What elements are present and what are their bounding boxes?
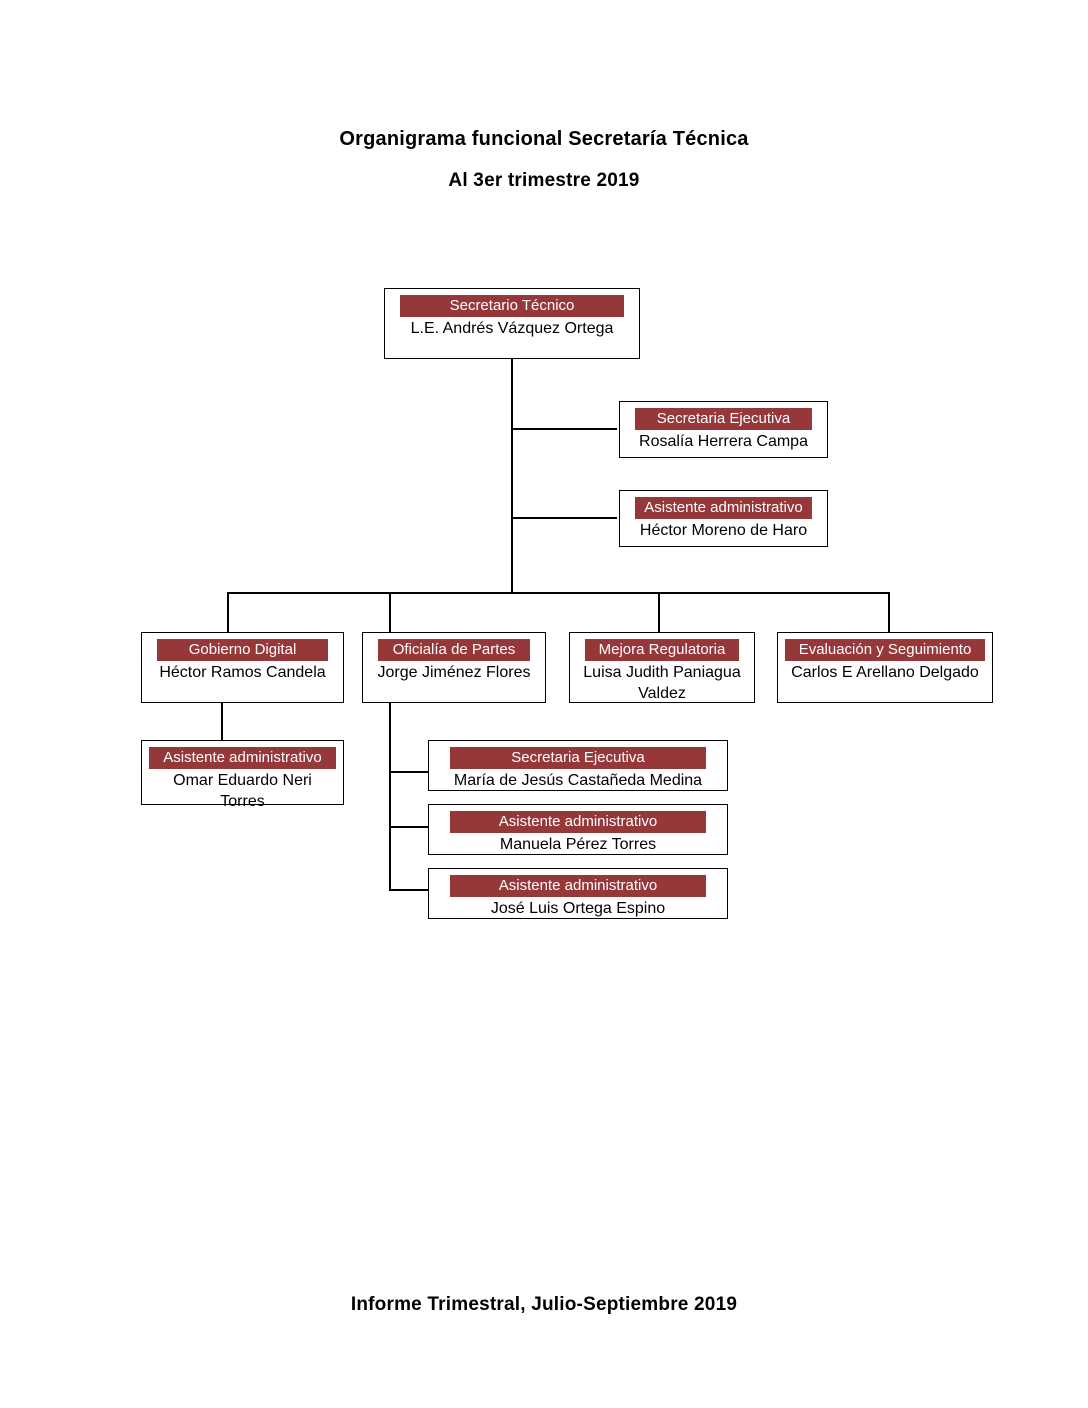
connector-drop-gobierno-digital <box>227 592 230 632</box>
org-node-role-label: Gobierno Digital <box>157 639 328 661</box>
org-node-person-name: Rosalía Herrera Campa <box>639 433 808 450</box>
org-node-asistente-admin-oficialia-2[interactable]: Asistente administrativo José Luis Orteg… <box>428 868 728 919</box>
org-node-role-label: Asistente administrativo <box>635 497 812 519</box>
org-node-secretaria-ejecutiva-oficialia[interactable]: Secretaria Ejecutiva María de Jesús Cast… <box>428 740 728 791</box>
org-node-asistente-admin-gobierno-digital[interactable]: Asistente administrativo Omar Eduardo Ne… <box>141 740 344 810</box>
org-node-role-label: Secretaria Ejecutiva <box>635 408 812 430</box>
connector-to-asistente-admin-op-2 <box>389 889 429 892</box>
org-node-person-name: L.E. Andrés Vázquez Ortega <box>410 320 614 337</box>
connector-to-secretaria-ejecutiva-op <box>389 771 429 774</box>
org-node-role-label: Secretario Técnico <box>400 295 624 317</box>
page-subtitle: Al 3er trimestre 2019 <box>448 170 640 191</box>
org-node-person-name: Jorge Jiménez Flores <box>377 664 531 681</box>
org-node-mejora-regulatoria[interactable]: Mejora Regulatoria Luisa Judith Paniagua… <box>569 632 755 703</box>
org-node-person-name: Omar Eduardo Neri Torres <box>173 772 312 810</box>
org-node-person-name: Héctor Moreno de Haro <box>639 522 808 539</box>
org-node-person-name: Manuela Pérez Torres <box>499 836 657 853</box>
connector-drop-evaluacion-seguimiento <box>888 592 891 632</box>
connector-gobierno-digital-to-assistant <box>221 703 224 740</box>
org-node-person-name: María de Jesús Castañeda Medina <box>453 772 703 789</box>
org-node-role-label: Secretaria Ejecutiva <box>450 747 706 769</box>
org-node-role-label: Asistente administrativo <box>149 747 336 769</box>
org-node-role-label: Oficialía de Partes <box>378 639 530 661</box>
connector-to-asistente-admin-op-1 <box>389 826 429 829</box>
report-footer: Informe Trimestral, Julio-Septiembre 201… <box>350 1294 738 1315</box>
connector-drop-mejora-regulatoria <box>658 592 661 632</box>
org-node-person-name: Carlos E Arellano Delgado <box>791 664 979 681</box>
connector-to-asistente-admin-st <box>511 517 617 520</box>
org-node-role-label: Asistente administrativo <box>450 875 706 897</box>
page-title: Organigrama funcional Secretaría Técnica <box>339 128 749 150</box>
connector-drop-oficialia-partes <box>389 592 392 632</box>
connector-oficialia-spine <box>389 703 392 891</box>
org-node-person-name: José Luis Ortega Espino <box>490 900 666 917</box>
org-node-role-label: Asistente administrativo <box>450 811 706 833</box>
org-node-asistente-admin-oficialia-1[interactable]: Asistente administrativo Manuela Pérez T… <box>428 804 728 855</box>
org-node-role-label: Mejora Regulatoria <box>585 639 739 661</box>
connector-to-secretaria-ejecutiva-st <box>511 428 617 431</box>
org-node-role-label: Evaluación y Seguimiento <box>785 639 985 661</box>
connector-trunk-main <box>511 359 514 594</box>
org-node-evaluacion-seguimiento[interactable]: Evaluación y Seguimiento Carlos E Arella… <box>777 632 993 703</box>
connector-department-bus <box>227 592 890 595</box>
org-node-person-name: Luisa Judith Paniagua Valdez <box>583 664 741 702</box>
org-node-oficialia-partes[interactable]: Oficialía de Partes Jorge Jiménez Flores <box>362 632 546 703</box>
org-node-asistente-admin-st[interactable]: Asistente administrativo Héctor Moreno d… <box>619 490 828 547</box>
org-node-secretaria-ejecutiva-st[interactable]: Secretaria Ejecutiva Rosalía Herrera Cam… <box>619 401 828 458</box>
org-node-person-name: Héctor Ramos Candela <box>159 664 326 681</box>
org-node-gobierno-digital[interactable]: Gobierno Digital Héctor Ramos Candela <box>141 632 344 703</box>
org-node-secretario-tecnico[interactable]: Secretario Técnico L.E. Andrés Vázquez O… <box>384 288 640 359</box>
